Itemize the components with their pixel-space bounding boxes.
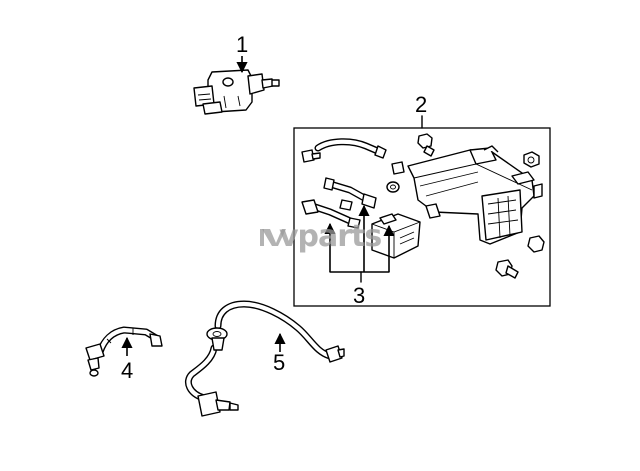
mounting-bolt-top[interactable] — [417, 133, 435, 157]
mounting-nut-right[interactable] — [523, 151, 540, 168]
watermark-text: vparts — [279, 219, 381, 254]
grommet[interactable] — [386, 181, 400, 193]
callout-1-label: 1 — [236, 32, 248, 57]
canister-vent-hose[interactable] — [314, 138, 387, 159]
callout-5: 5 — [273, 332, 286, 375]
watermark-logo: vparts — [260, 219, 382, 254]
part-5-oxygen-sensor[interactable] — [185, 300, 345, 417]
part-1-vsv-valve[interactable] — [193, 69, 280, 115]
callout-5-label: 5 — [273, 350, 285, 375]
part-4-oxygen-sensor[interactable] — [85, 326, 163, 377]
callout-4-label: 4 — [121, 358, 133, 383]
charcoal-canister[interactable] — [407, 145, 543, 245]
callout-2: 2 — [415, 92, 427, 129]
callout-3: 3 — [324, 204, 395, 308]
callout-4: 4 — [121, 336, 133, 383]
callout-2-label: 2 — [415, 92, 427, 117]
assembly-group-frame — [293, 127, 551, 307]
mounting-bolt-bottom[interactable] — [495, 259, 519, 279]
mounting-bolt-right[interactable] — [527, 235, 545, 253]
hose-clip-left[interactable] — [301, 149, 321, 163]
callout-1: 1 — [236, 32, 248, 74]
clip-small[interactable] — [391, 161, 405, 175]
callout-3-label: 3 — [353, 283, 365, 308]
part-3-purge-hoses[interactable] — [301, 177, 377, 229]
